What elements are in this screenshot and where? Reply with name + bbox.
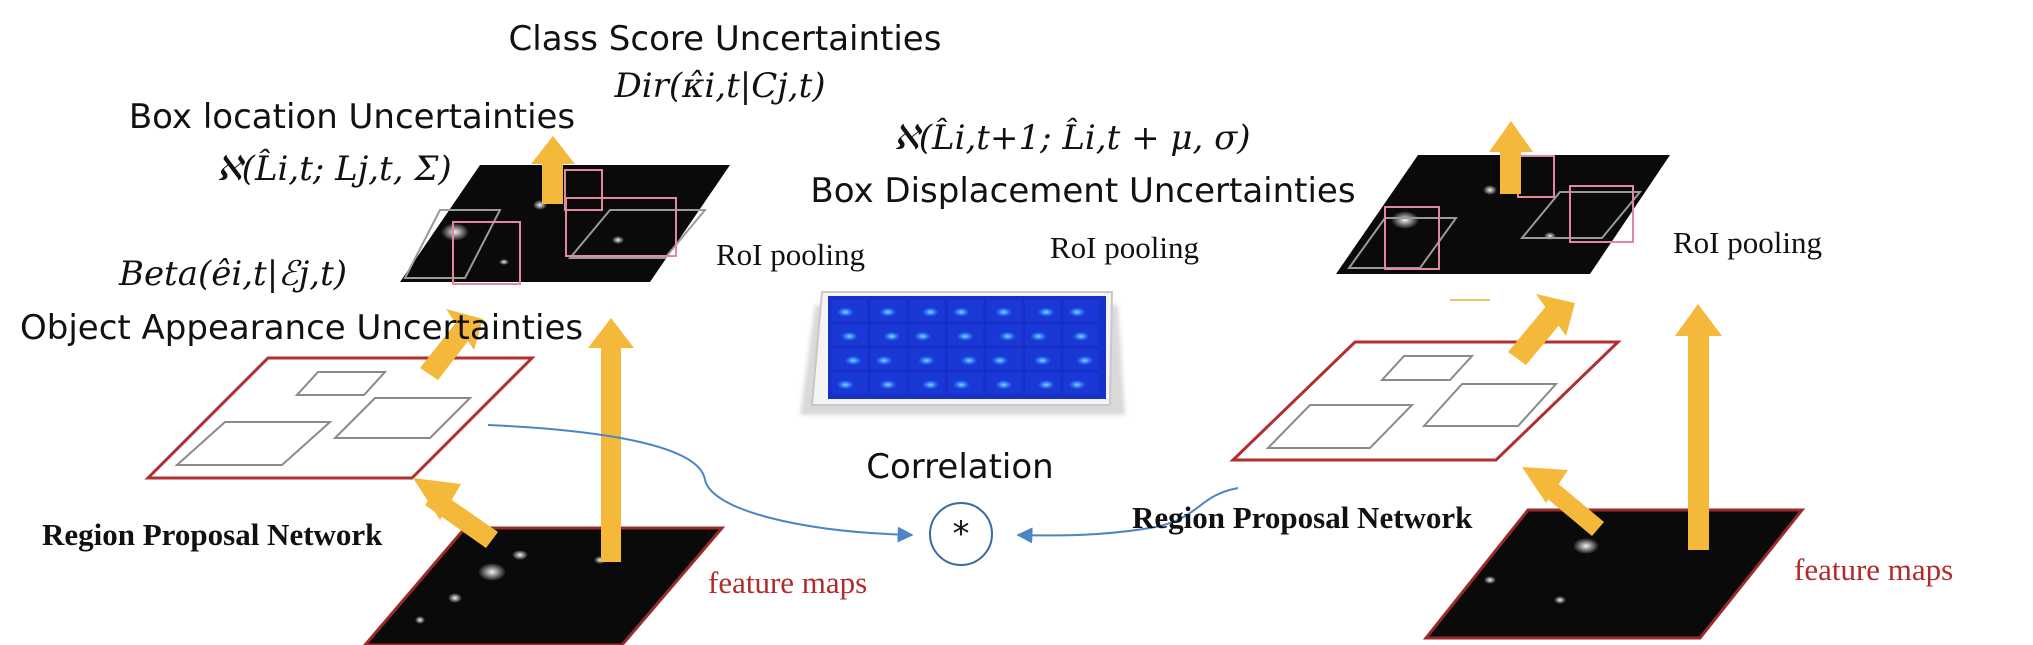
heatmap-peak [844, 355, 863, 366]
box-displacement-formula: ℵ(L̂i,t+1; L̂i,t + μ, σ) [893, 117, 1250, 158]
class-score-title: Class Score Uncertainties [509, 19, 942, 59]
heatmap-peak [836, 379, 855, 390]
heatmap-peak [917, 355, 936, 366]
correlation-heatmap [800, 291, 1125, 415]
heatmap-peak [836, 307, 855, 318]
rpn-left-label: Region Proposal Network [42, 517, 383, 552]
heatmap-peak [994, 307, 1013, 318]
heatmap-peak [952, 379, 971, 390]
right-top-output-arrow [1489, 121, 1533, 194]
heatmap-peak [875, 355, 894, 366]
left-roi-vertical-arrow [588, 318, 634, 562]
right-roi-vertical-arrow [1675, 304, 1722, 550]
heatmap-peak [878, 307, 897, 318]
left-feature-map [363, 526, 726, 645]
heatmap-peak [1068, 307, 1087, 318]
heatmap-peak [1075, 355, 1094, 366]
right-rpn-arrow [1522, 467, 1604, 536]
heatmap-peak [994, 379, 1013, 390]
left-top-output-arrow [531, 136, 575, 204]
roi-pooling-center-label: RoI pooling [1050, 230, 1199, 265]
left-proposal-plane [144, 356, 536, 480]
box-location-formula: ℵ(L̂i,t; Lj,t, Σ) [216, 148, 451, 189]
roi-pooling-left-label: RoI pooling [716, 237, 865, 272]
heatmap-peak [1029, 331, 1048, 342]
correlation-symbol: * [953, 514, 970, 554]
feature-maps-left-label: feature maps [708, 565, 867, 600]
left-top-feature-map [400, 165, 730, 285]
heatmap-peak [960, 355, 979, 366]
heatmap-peak [990, 355, 1009, 366]
object-appearance-formula: Beta(êi,t|ℰj,t) [118, 254, 347, 294]
connector-lines [487, 424, 1239, 544]
left-rpn-arrow [413, 478, 498, 548]
box-displacement-title: Box Displacement Uncertainties [810, 171, 1355, 211]
correlation-operator [929, 502, 993, 566]
roi-pooling-right-label: RoI pooling [1673, 225, 1822, 260]
feature-maps-right-label: feature maps [1794, 552, 1953, 587]
heatmap-peak [1071, 331, 1090, 342]
correlation-label: Correlation [866, 447, 1053, 487]
box-location-title: Box location Uncertainties [129, 97, 575, 137]
heatmap-peak [878, 379, 897, 390]
heatmap-peak [1068, 379, 1087, 390]
heatmap-peak [1037, 379, 1056, 390]
heatmap-peak [956, 331, 975, 342]
right-feature-map [1422, 508, 1806, 640]
heatmap-peak [921, 307, 940, 318]
heatmap-peak [913, 331, 932, 342]
class-score-formula: Dir(κ̂i,t|Cj,t) [613, 66, 825, 106]
heatmap-peak [882, 331, 901, 342]
right-proposal-plane [1229, 340, 1622, 462]
heatmap-peak [952, 307, 971, 318]
rpn-right-label: Region Proposal Network [1132, 500, 1473, 535]
heatmap-peak [840, 331, 859, 342]
heatmap-peak [1037, 307, 1056, 318]
left-proposal-up-arrow [420, 309, 483, 380]
object-appearance-title: Object Appearance Uncertainties [20, 308, 583, 348]
heatmap-peak [998, 331, 1017, 342]
heatmap-peak [921, 379, 940, 390]
right-top-feature-map [1336, 155, 1670, 274]
heatmap-peak [1033, 355, 1052, 366]
right-proposal-up-arrow [1508, 294, 1575, 365]
